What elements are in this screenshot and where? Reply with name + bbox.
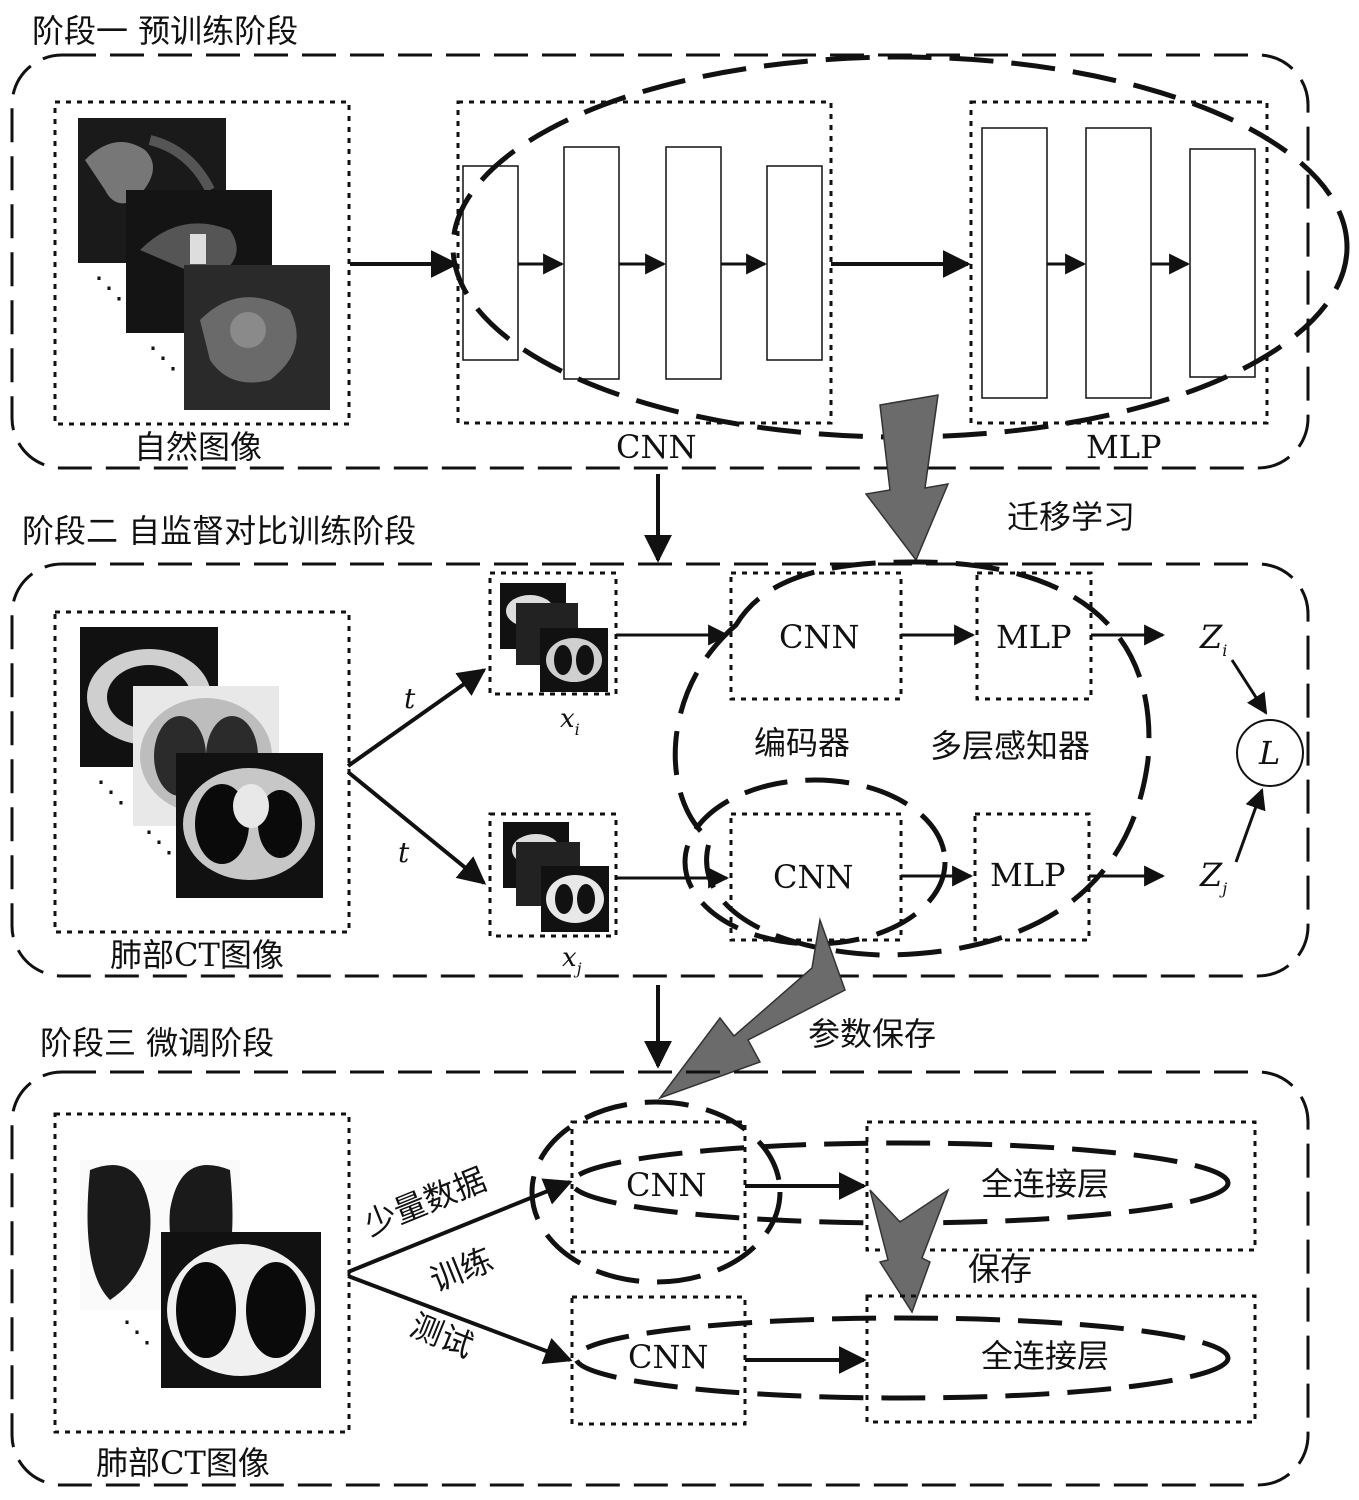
- stage2-title: 阶段二 自监督对比训练阶段: [22, 512, 416, 550]
- stage1-cnn-box: [456, 100, 833, 425]
- test-label: 测试: [405, 1306, 479, 1365]
- transfer-learning-label: 迁移学习: [1007, 498, 1135, 536]
- transfer-learning-arrow: [864, 394, 950, 562]
- stage3-cnn-bottom-label: CNN: [628, 1338, 708, 1376]
- mlp-layer-3: [1189, 148, 1256, 378]
- ellipsis-1a: ⋱: [94, 271, 124, 306]
- xj-box: [488, 812, 618, 938]
- mlp-cn-label: 多层感知器: [930, 727, 1090, 765]
- cnn-layer-2: [563, 146, 620, 380]
- stage3-fc-bottom-label: 全连接层: [981, 1337, 1109, 1375]
- stage1-cnn-label: CNN: [616, 428, 696, 466]
- cnn-layer-1: [462, 165, 519, 361]
- stage3-fc-top-box: [865, 1120, 1257, 1252]
- encoder-label: 编码器: [754, 724, 850, 762]
- stage3-title: 阶段三 微调阶段: [40, 1024, 274, 1062]
- save-arrow: [869, 1188, 950, 1314]
- zj-to-loss-arrow: [1234, 788, 1266, 863]
- ct-images-label-2: 肺部CT图像: [110, 936, 284, 974]
- ellipsis-1b: ⋱: [148, 341, 178, 376]
- loss-node: [1236, 719, 1304, 787]
- zj-label: Zj: [1199, 856, 1227, 898]
- param-save-arrow: [657, 917, 846, 1100]
- mlp-layer-2: [1085, 127, 1152, 399]
- zi-label: Zi: [1199, 618, 1227, 660]
- ellipsis-2b: ⋱: [144, 825, 174, 860]
- xj-label: xj: [562, 943, 582, 978]
- ellipsis-3: ⋱: [122, 1315, 152, 1350]
- train-label-1: 少量数据: [359, 1160, 492, 1243]
- stage2-frame: [10, 562, 1310, 978]
- stage3-fc-bottom-box: [865, 1294, 1257, 1424]
- stage2-cnn-bottom-label: CNN: [773, 858, 853, 896]
- stage2-encoder-ellipse: [672, 559, 1152, 958]
- stage3-cnn-top-label: CNN: [626, 1166, 706, 1204]
- aug-arrow-bottom: [346, 770, 487, 885]
- stage3-frame: [10, 1070, 1310, 1487]
- xi-thumbnail-stack: [500, 583, 608, 692]
- cnn-layer-4: [766, 165, 823, 361]
- stage2-mlp-bottom-label: MLP: [990, 856, 1066, 894]
- save-label: 保存: [968, 1250, 1032, 1288]
- xi-box: [488, 571, 618, 696]
- natural-images-label: 自然图像: [134, 428, 262, 466]
- train-label-2: 训练: [425, 1240, 499, 1299]
- stage3-train-cnn-ellipse: [529, 1099, 783, 1285]
- stage2-cnn-top-label: CNN: [779, 618, 859, 656]
- stage3-bottom-long-ellipse: [573, 1315, 1231, 1401]
- ct-image-stack-3: [80, 1160, 321, 1388]
- aug-label-bottom: t: [398, 836, 410, 869]
- param-save-label: 参数保存: [808, 1015, 936, 1053]
- natural-images-box: [53, 100, 351, 426]
- stage2-cnn-bottom-ellipse: [682, 777, 948, 947]
- aug-arrow-top: [346, 668, 487, 768]
- loss-label: L: [1258, 734, 1280, 772]
- stage1-frame: [10, 53, 1310, 470]
- stage3-cnn-top-box: [570, 1120, 747, 1254]
- stage2-mlp-top-label: MLP: [996, 618, 1072, 656]
- mlp-layer-1: [981, 127, 1048, 399]
- xj-thumbnail-stack: [503, 822, 609, 932]
- ct-images-label-3: 肺部CT图像: [96, 1444, 270, 1482]
- natural-image-stack: [78, 118, 330, 410]
- ct-image-stack: [80, 627, 323, 898]
- cnn-layer-3: [665, 146, 722, 380]
- stage3-fc-top-label: 全连接层: [981, 1165, 1109, 1203]
- zi-to-loss-arrow: [1230, 659, 1268, 715]
- ellipsis-2a: ⋱: [96, 775, 126, 810]
- xi-label: xi: [560, 704, 580, 739]
- stage1-mlp-label: MLP: [1086, 428, 1162, 466]
- aug-label-top: t: [404, 682, 416, 715]
- test-arrow: [347, 1274, 573, 1365]
- stage1-mlp-box: [969, 100, 1269, 425]
- stage3-cnn-bottom-box: [570, 1295, 747, 1426]
- stage1-title: 阶段一 预训练阶段: [32, 12, 298, 50]
